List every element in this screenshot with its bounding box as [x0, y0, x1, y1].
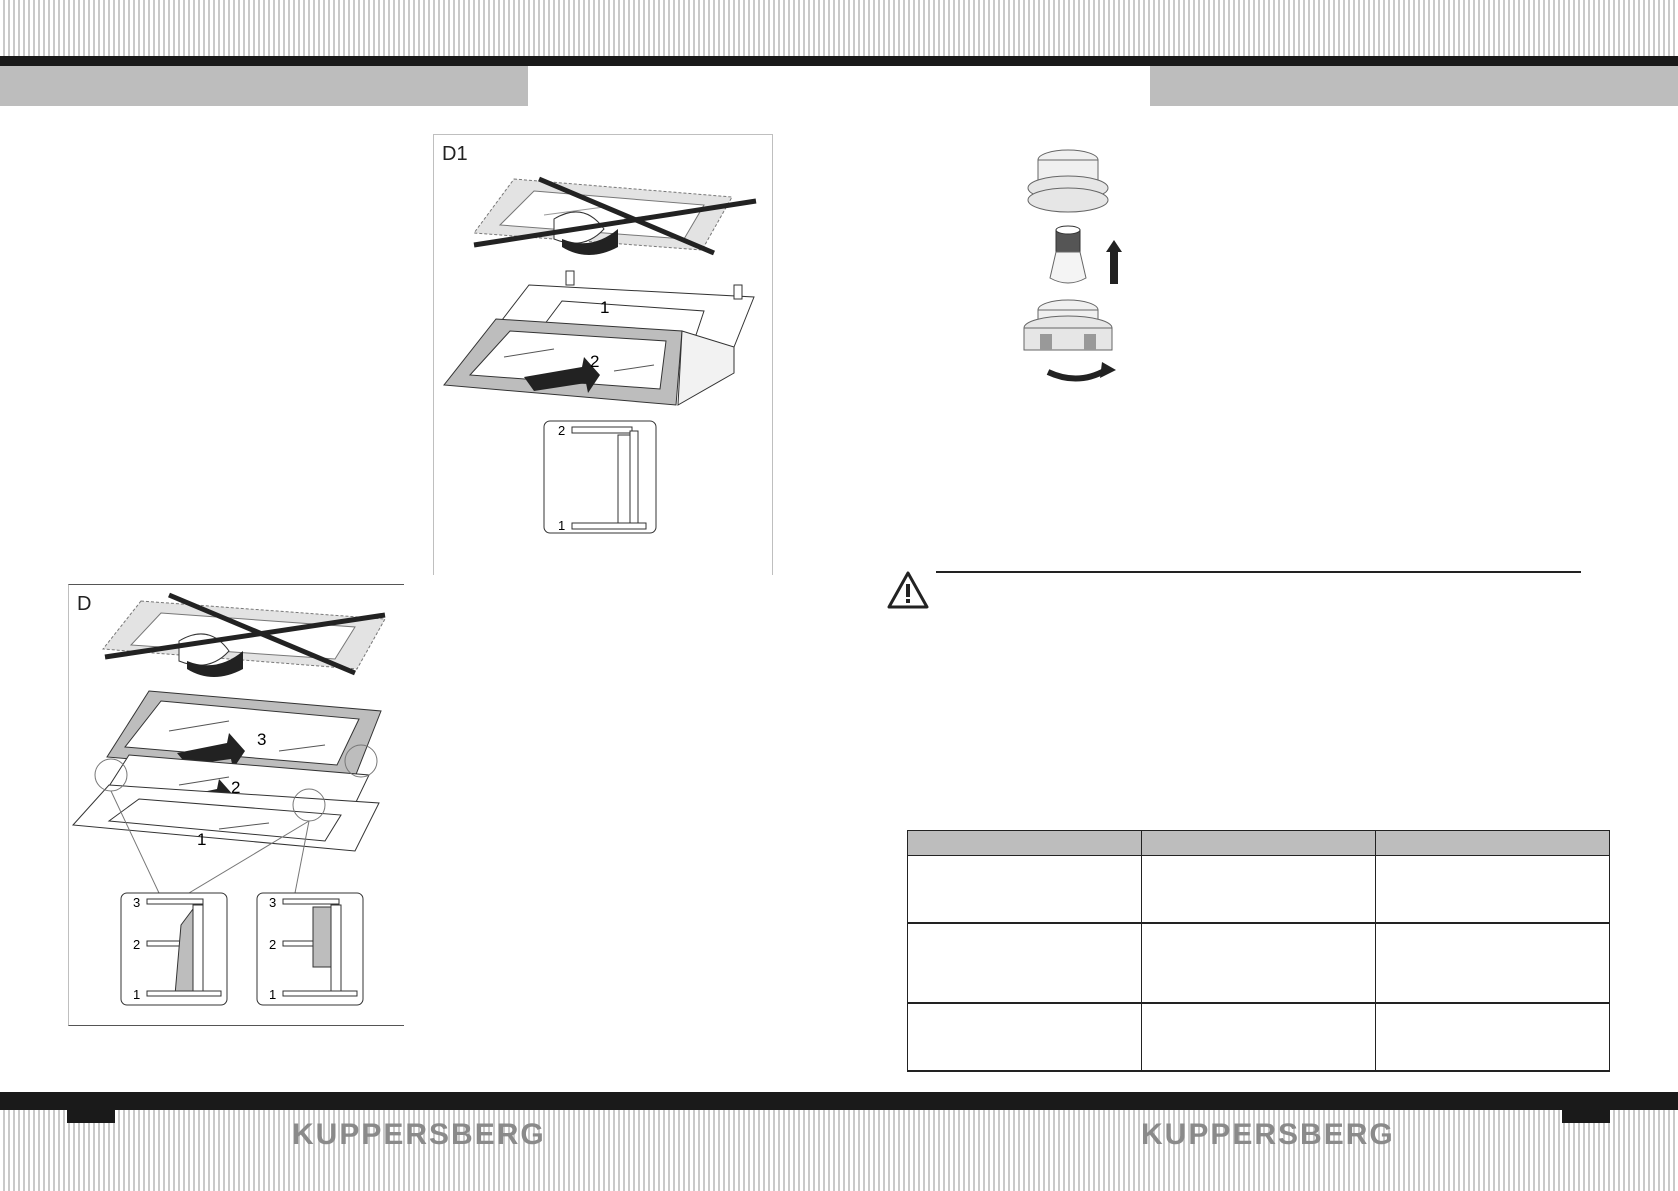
figure-d-detail-left-number-3: 3 — [133, 895, 140, 910]
lamp-bulb-icon — [1023, 149, 1122, 382]
figure-d1-label: D1 — [442, 143, 468, 165]
figure-d-number-1: 1 — [197, 830, 206, 849]
table-row — [907, 855, 1610, 924]
warning-rule — [936, 571, 1581, 573]
top-bar — [0, 56, 1678, 66]
header-block-left — [0, 66, 528, 106]
figure-d-detail-right-number-3: 3 — [269, 895, 276, 910]
figure-d1-detail-number-1: 1 — [558, 518, 565, 533]
figure-d: D 3 2 1 3 — [68, 584, 404, 1026]
top-stripe-band — [0, 0, 1678, 56]
table-row — [907, 923, 1610, 1004]
figure-d1-number-1: 1 — [600, 298, 609, 317]
bottom-stripe-band — [0, 1110, 1678, 1191]
figure-d1-detail-number-2: 2 — [558, 423, 565, 438]
brand-logo-right: KUPPERSBERG — [1141, 1118, 1395, 1151]
warning-triangle-icon — [887, 571, 929, 609]
figure-d-number-2: 2 — [231, 778, 240, 797]
figure-d-detail-left-number-1: 1 — [133, 987, 140, 1002]
table-cell — [907, 923, 1142, 1004]
figure-d1-number-2: 2 — [590, 352, 599, 371]
figure-d-detail-left-number-2: 2 — [133, 937, 140, 952]
header-block-right — [1150, 66, 1678, 106]
figure-d-drawing: 3 2 1 3 2 1 3 2 1 — [71, 592, 386, 1006]
table-cell — [1375, 855, 1610, 924]
figure-d-detail-right-number-1: 1 — [269, 987, 276, 1002]
footer-bar — [0, 1092, 1678, 1110]
table-cell — [1141, 855, 1376, 924]
page-tab-right — [1562, 1110, 1610, 1123]
table-cell — [907, 855, 1142, 924]
figure-d1-drawing: 1 2 2 1 — [443, 176, 757, 534]
figure-d-number-3: 3 — [257, 730, 266, 749]
spec-table-header-cell — [1141, 830, 1376, 856]
table-row — [907, 1003, 1610, 1072]
spec-table-header-cell — [1375, 830, 1610, 856]
figure-d1: D1 1 2 2 1 — [433, 134, 773, 575]
table-cell — [1141, 923, 1376, 1004]
figure-d-detail-right-number-2: 2 — [269, 937, 276, 952]
page-tab-left — [67, 1110, 115, 1123]
table-cell — [1141, 1003, 1376, 1072]
brand-logo-left: KUPPERSBERG — [292, 1118, 546, 1151]
table-cell — [907, 1003, 1142, 1072]
spec-table-header — [907, 830, 1610, 856]
table-cell — [1375, 1003, 1610, 1072]
table-cell — [1375, 923, 1610, 1004]
figure-d-label: D — [77, 593, 92, 615]
spec-table — [907, 830, 1610, 1072]
spec-table-header-cell — [907, 830, 1142, 856]
